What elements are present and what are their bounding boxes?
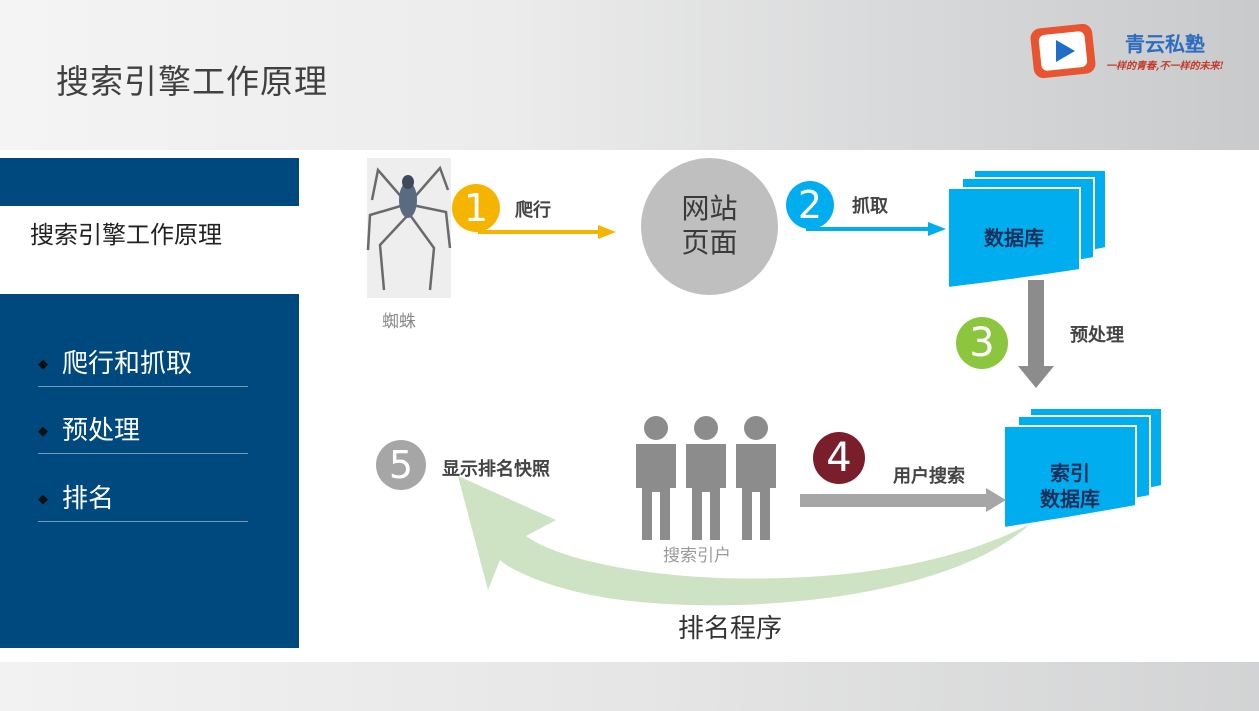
- search-arrow-head: [986, 488, 1006, 512]
- step-5-label: 显示排名快照: [442, 459, 550, 480]
- website-node: [641, 158, 778, 295]
- preprocess-arrow-head: [1018, 366, 1054, 388]
- preprocess-arrow-line: [1028, 280, 1044, 368]
- footer-background: [0, 662, 1259, 711]
- sidebar-item-label: 预处理: [62, 416, 141, 446]
- website-label-line2: 页面: [681, 226, 738, 259]
- sidebar-current-section: [0, 206, 362, 294]
- sidebar-item-label: 爬行和抓取: [62, 349, 193, 379]
- sidebar-item-preprocess: ◆ 预处理: [38, 410, 248, 454]
- website-label-line1: 网站: [681, 192, 738, 225]
- index-database-line1: 索引: [1050, 461, 1090, 485]
- sidebar-item-label: 排名: [62, 484, 115, 514]
- logo-slogan: 一样的青春,不一样的未来!: [1106, 61, 1224, 72]
- logo-name: 青云私塾: [1125, 32, 1205, 56]
- spider-caption: 蜘蛛: [382, 312, 416, 332]
- step-2-label: 抓取: [852, 196, 888, 217]
- step-5-badge: 5: [376, 440, 426, 490]
- users-icon: [636, 416, 776, 540]
- database-icon: [947, 169, 1107, 290]
- index-database-label: 索引 数据库: [1004, 460, 1136, 512]
- page-title: 搜索引擎工作原理: [56, 62, 328, 101]
- step-2-badge: 2: [786, 181, 834, 229]
- bullet-icon: ◆: [38, 492, 48, 507]
- step-4-badge: 4: [813, 432, 865, 484]
- bullet-icon: ◆: [38, 357, 48, 372]
- sidebar-item-rank: ◆ 排名: [38, 478, 248, 522]
- step-1-label: 爬行: [515, 200, 551, 221]
- step-3-badge: 3: [956, 317, 1008, 369]
- users-caption: 搜索引户: [663, 546, 731, 566]
- fetch-arrow-head: [928, 222, 946, 236]
- logo-play-icon: [1030, 23, 1096, 79]
- sidebar-current-label: 搜索引擎工作原理: [30, 221, 222, 249]
- ranking-arrow: [458, 476, 1030, 606]
- step-1-badge: 1: [452, 184, 500, 232]
- ranking-program-label: 排名程序: [678, 614, 783, 644]
- sidebar-item-crawl: ◆ 爬行和抓取: [38, 343, 248, 387]
- spider-icon: [366, 165, 452, 291]
- step-4-label: 用户搜索: [893, 466, 965, 487]
- crawl-arrow-head: [598, 225, 616, 239]
- spider-head: [402, 175, 414, 189]
- search-arrow-line: [800, 494, 988, 507]
- index-database-icon: [1003, 407, 1163, 530]
- spider-body: [399, 182, 417, 218]
- index-database-line2: 数据库: [1040, 487, 1100, 511]
- website-label: 网站 页面: [641, 192, 778, 260]
- bullet-icon: ◆: [38, 424, 48, 439]
- database-label: 数据库: [984, 226, 1044, 250]
- step-3-label: 预处理: [1070, 325, 1124, 346]
